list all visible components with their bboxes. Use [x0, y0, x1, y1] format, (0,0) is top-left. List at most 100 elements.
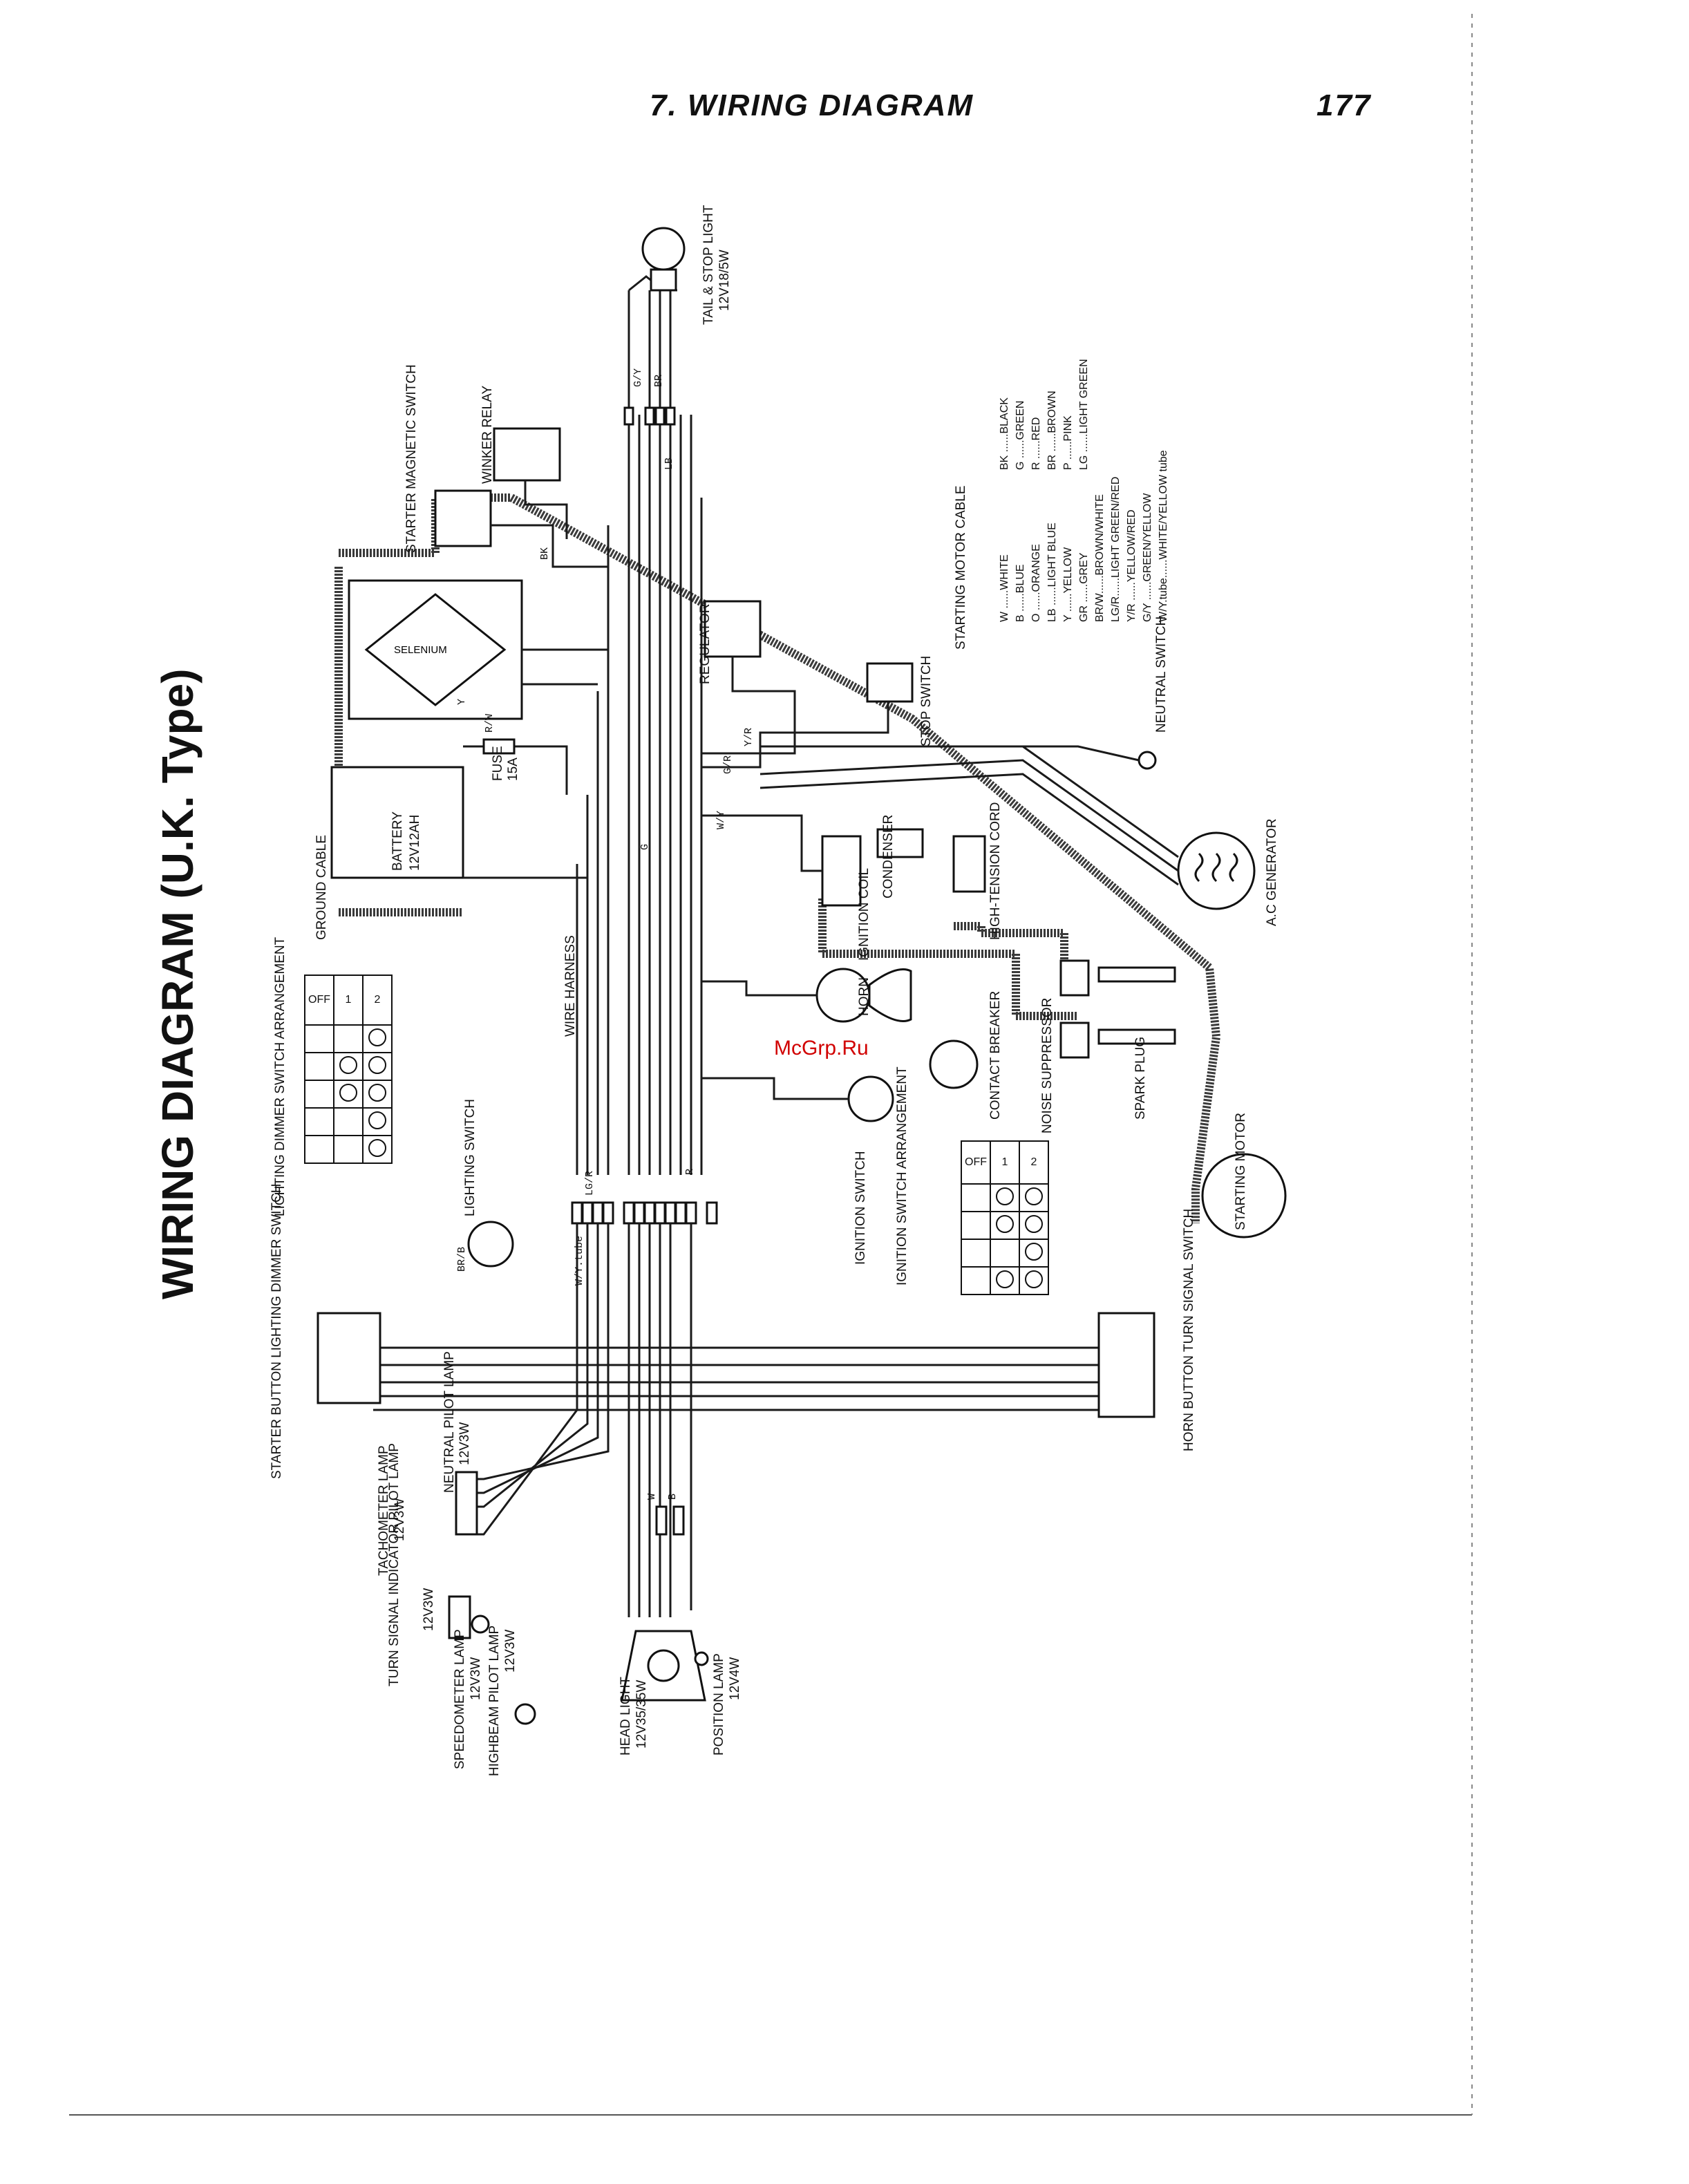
- horn-wire: [701, 980, 817, 997]
- label-speedometer-lamp: SPEEDOMETER LAMP: [453, 1629, 467, 1769]
- switch-bus: [318, 1346, 1120, 1411]
- wire-tag: BR: [653, 374, 665, 387]
- label-turn-signal-pilot-lamp: TURN SIGNAL INDICATOR PILOT LAMP: [387, 1443, 402, 1686]
- label-lighting-switch: LIGHTING SWITCH: [463, 1099, 478, 1216]
- ignition-cable: [818, 898, 1078, 1020]
- wire-tag: G/R: [722, 755, 734, 774]
- starting-motor: [1201, 1153, 1287, 1239]
- harness-connector-row: [571, 1201, 718, 1225]
- label-ground-cable: GROUND CABLE: [314, 834, 329, 940]
- ground-cable-heavy: [334, 567, 346, 778]
- condenser: [876, 828, 924, 858]
- wire-tag: LG/R: [584, 1170, 596, 1196]
- wire-tag: LB: [663, 457, 675, 470]
- label-position-lamp-rating: 12V4W: [728, 1657, 742, 1700]
- dimmer-switch-table: OFF 1 2: [304, 975, 393, 1164]
- wire-tag: R/W: [484, 713, 496, 733]
- stop-switch: [866, 662, 914, 703]
- label-contact-breaker: CONTACT BREAKER: [988, 990, 1003, 1120]
- label-tail-stop-light: TAIL & STOP LIGHT: [701, 205, 716, 325]
- label-position-lamp: POSITION LAMP: [712, 1653, 726, 1755]
- tail-light-wires: [628, 275, 677, 415]
- contact-breaker: [929, 1039, 979, 1089]
- label-ignition-switch-arrangement: IGNITION SWITCH ARRANGEMENT: [895, 1066, 909, 1286]
- regulator-box: [704, 600, 762, 658]
- label-ignition-switch: IGNITION SWITCH: [853, 1151, 868, 1265]
- label-starter-dimmer-switch: STARTER BUTTON LIGHTING DIMMER SWITCH: [270, 1183, 284, 1479]
- legend-item: W ......WHITE: [999, 554, 1010, 622]
- label-speedometer-lamp-rating: 12V3W: [469, 1657, 483, 1700]
- battery-cable: [339, 498, 440, 557]
- table-cell: 1: [333, 975, 364, 1026]
- label-condenser: CONDENSER: [881, 814, 896, 898]
- pilot-lamp-cluster: [448, 1471, 536, 1725]
- label-head-light-rating: 12V35/35W: [634, 1679, 649, 1749]
- legend-item: LG/R......LIGHT GREEN/RED: [1110, 476, 1122, 622]
- wire-tag: W/Y: [715, 810, 727, 829]
- tail-stop-light-bulb: [641, 227, 686, 292]
- legend-item: Y ......YELLOW: [1062, 547, 1074, 622]
- tail-connectors: [623, 406, 676, 426]
- label-battery-rating: 12V12AH: [408, 814, 422, 871]
- label-fuse: FUSE: [491, 746, 505, 781]
- wire-tag: R: [684, 1168, 696, 1175]
- label-ac-generator: A.C GENERATOR: [1265, 818, 1279, 926]
- label-winker-relay: WINKER RELAY: [480, 385, 495, 484]
- label-tail-stop-light-rating: 12V18/5W: [717, 250, 732, 311]
- wire-tag: W: [646, 1493, 658, 1500]
- wire-tag: G/Y: [632, 368, 644, 387]
- table-cell: OFF: [961, 1140, 991, 1185]
- wire-tag: Y/R: [743, 727, 755, 746]
- winker-wire: [524, 480, 568, 539]
- head-light-connectors: [655, 1505, 709, 1666]
- wire-tag: W/Y.tube: [574, 1235, 585, 1286]
- ignition-switch-wire: [701, 1077, 849, 1100]
- label-wire-harness: WIRE HARNESS: [563, 935, 578, 1037]
- table-cell: OFF: [304, 975, 334, 1026]
- legend-item: O ......ORANGE: [1030, 544, 1042, 622]
- horn-turn-switch: [1097, 1312, 1155, 1418]
- generator-wires: [759, 745, 1179, 886]
- legend-item: P ......PINK: [1062, 415, 1074, 470]
- neutral-switch: [1138, 751, 1157, 770]
- legend-item: Y/R ......YELLOW/RED: [1126, 509, 1138, 622]
- ht-cable: [954, 922, 1068, 975]
- coil-wire: [701, 814, 822, 872]
- label-neutral-pilot-lamp-rating: 12V3W: [457, 1422, 472, 1465]
- fuse: [482, 738, 516, 755]
- table-cell: 2: [362, 975, 393, 1026]
- table-cell: 2: [1019, 1140, 1049, 1185]
- legend-item: LG ......LIGHT GREEN: [1078, 359, 1090, 470]
- label-horn: HORN: [857, 977, 871, 1016]
- ignition-switch-table: OFF 1 2: [961, 1140, 1049, 1295]
- label-starter-magnetic-switch: STARTER MAGNETIC SWITCH: [404, 364, 419, 553]
- starter-switch-wire: [491, 524, 608, 568]
- winker-relay: [493, 427, 561, 482]
- watermark: McGrp.Ru: [774, 1037, 869, 1060]
- label-lighting-dimmer-arrangement: LIGHTING DIMMER SWITCH ARRANGEMENT: [273, 936, 287, 1216]
- ignition-coil-2: [952, 835, 986, 893]
- label-horn-turn-switch: HORN BUTTON TURN SIGNAL SWITCH: [1182, 1208, 1196, 1451]
- table-cell: 1: [990, 1140, 1020, 1185]
- legend-item: LB ......LIGHT BLUE: [1046, 523, 1058, 622]
- ignition-coil: [821, 835, 862, 907]
- wire-tag: BK: [539, 547, 551, 560]
- spark-plugs: [1059, 959, 1176, 1059]
- battery-box: [330, 766, 464, 879]
- ignition-switch: [847, 1075, 894, 1122]
- label-spark-plug: SPARK PLUG: [1133, 1036, 1148, 1120]
- legend-item: BR/W......BROWN/WHITE: [1094, 494, 1106, 622]
- label-neutral-switch: NEUTRAL SWITCH: [1154, 616, 1169, 733]
- regulator-wire: [701, 657, 796, 755]
- section-title: 7. WIRING DIAGRAM: [650, 88, 974, 122]
- head-light-shape: [621, 1630, 706, 1702]
- legend-item: B ......BLUE: [1015, 564, 1026, 622]
- selenium-rectifier: SELENIUM: [348, 579, 523, 720]
- legend-item: W/Y.tube......WHITE/YELLOW tube: [1158, 450, 1169, 622]
- legend-item: BR ......BROWN: [1046, 390, 1058, 470]
- legend-item: R ......RED: [1030, 417, 1042, 470]
- label-fuse-rating: 15A: [506, 757, 520, 781]
- label-starting-motor-cable: STARTING MOTOR CABLE: [954, 485, 968, 650]
